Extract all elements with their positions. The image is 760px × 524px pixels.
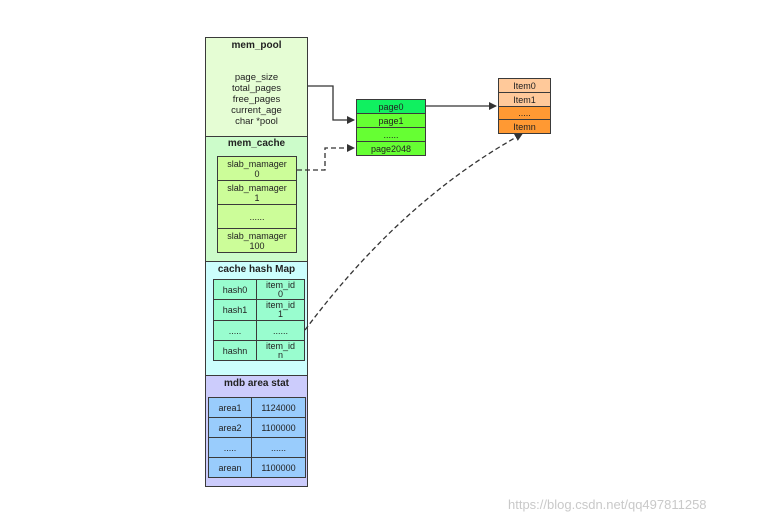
slab-manager-100: slab_mamager 100 [217, 228, 297, 253]
area-val-n: 1100000 [251, 457, 306, 478]
cache-hash-map-title: cache hash Map [217, 264, 296, 275]
field-page-size: page_size [234, 72, 279, 83]
area-val-1: 1124000 [251, 397, 306, 418]
field-free-pages: free_pages [232, 94, 281, 105]
hash-val-n: item_id n [256, 340, 305, 361]
field-current-age: current_age [231, 105, 282, 116]
page-2048: page2048 [356, 141, 426, 156]
field-total-pages: total_pages [231, 83, 282, 94]
mem-pool-box: mem_pool page_size total_pages free_page… [205, 37, 308, 137]
mem-pool-title: mem_pool [231, 40, 282, 51]
pool-to-pages-arrow [308, 85, 355, 124]
hash-to-item-dashed-arrow [304, 133, 523, 331]
mdb-area-stat-title: mdb area stat [223, 378, 290, 389]
watermark: https://blog.csdn.net/qq497811258 [508, 497, 707, 512]
field-char-pool: char *pool [235, 116, 278, 127]
slab-manager-0: slab_mamager 0 [217, 156, 297, 181]
slab-manager-1: slab_mamager 1 [217, 180, 297, 205]
slab-to-page-dashed-arrow [297, 144, 355, 171]
item-n: Itemn [498, 119, 551, 134]
hash-val-ellipsis: ...... [256, 320, 305, 341]
mem-cache-title: mem_cache [227, 138, 286, 149]
mem-pool-fields: page_size total_pages free_pages current… [206, 72, 307, 127]
